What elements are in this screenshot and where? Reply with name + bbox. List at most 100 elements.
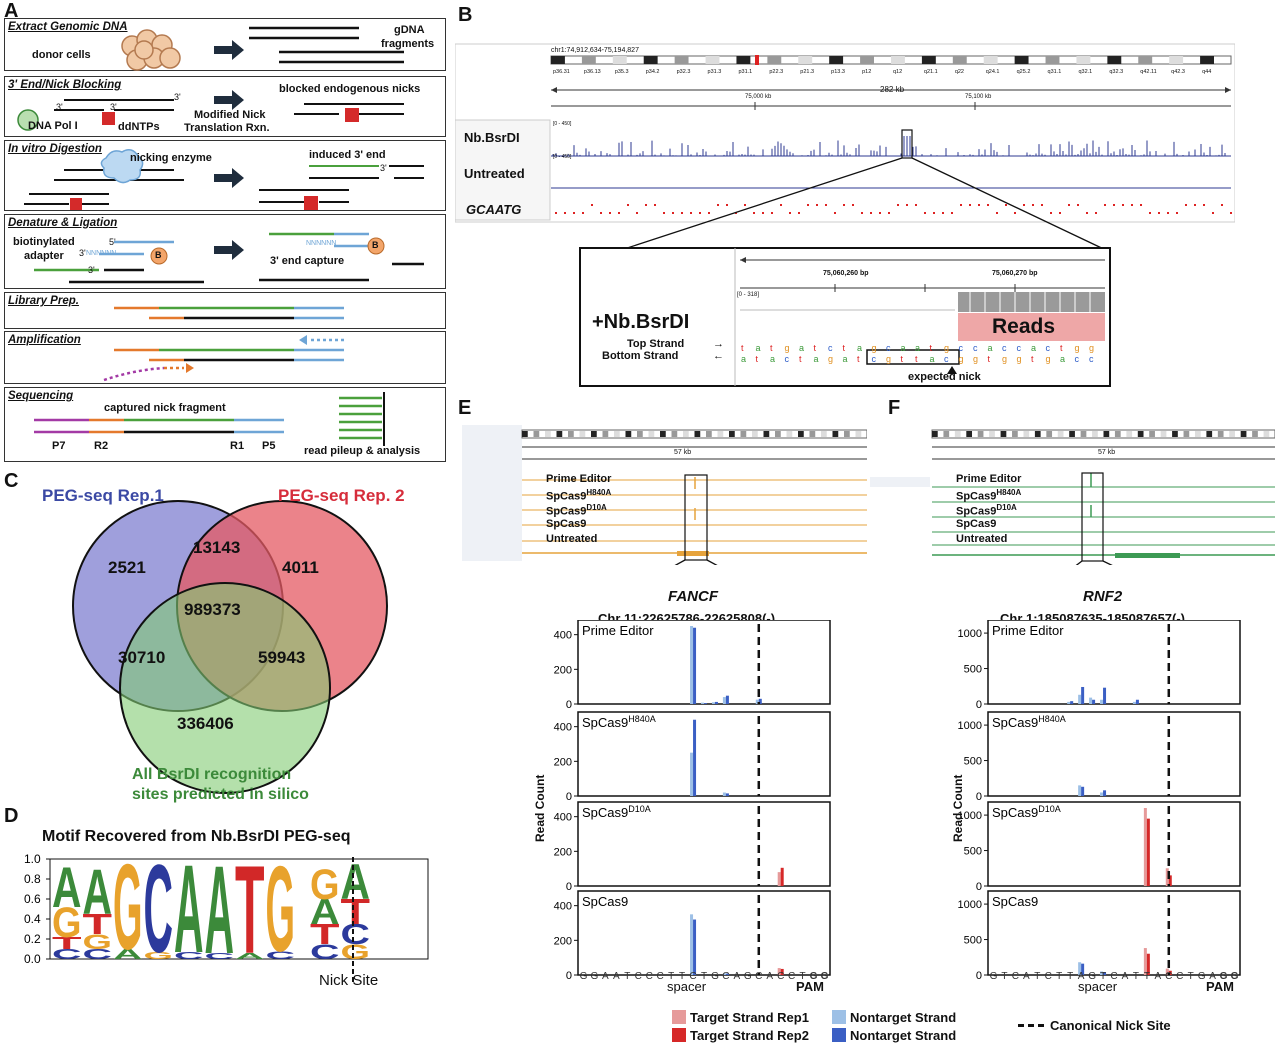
panel-label-d: D [4, 805, 19, 827]
ytick-label: 0 [566, 699, 572, 711]
step-title-blocking: 3' End/Nick Blocking [8, 79, 122, 91]
bar-rep2 [758, 698, 762, 704]
ideogram-band-label: p13.3 [831, 69, 845, 75]
mini-ideogram-band [1092, 431, 1098, 437]
zoom-tick-2: 75,060,270 bp [992, 270, 1038, 277]
bar-rep1 [777, 968, 781, 975]
bar-rep2 [1146, 953, 1150, 975]
label-translation: Translation Rxn. [184, 122, 270, 134]
motif-site [861, 212, 863, 214]
mini-ideogram-band [966, 431, 973, 437]
mini-ideogram-band [1240, 431, 1247, 437]
mini-ideogram-band [1149, 431, 1155, 437]
mini-ideogram-band [1252, 431, 1258, 437]
motif-site [978, 204, 980, 206]
mini-ideogram-band [1103, 431, 1110, 437]
bottom-base: a [1060, 354, 1065, 364]
label-r1: R1 [230, 440, 245, 452]
motif-site [897, 204, 899, 206]
motif-site [987, 204, 989, 206]
motif-site [618, 212, 620, 214]
motif-site [762, 212, 764, 214]
bottom-base: g [1017, 354, 1022, 364]
ideogram-band-label: q32.1 [1078, 69, 1092, 75]
locus-label: chr1:74,912,634-75,194,827 [551, 47, 639, 54]
ideogram-band [581, 56, 596, 64]
legend-swatch-n1 [832, 1010, 846, 1024]
logo-letter: A [235, 952, 265, 961]
mini-ideogram-band [568, 431, 574, 437]
x-base-label: A [766, 971, 773, 982]
ytick-label: 0 [976, 970, 982, 982]
top-base: c [886, 343, 891, 353]
ideogram-band [1076, 56, 1091, 64]
x-base-label: A [1209, 971, 1216, 982]
label-p5: P5 [262, 440, 276, 452]
motif-site [1077, 204, 1079, 206]
track-e-d10a: SpCas9D10A [546, 503, 607, 518]
ideogram-band [705, 56, 720, 64]
bar-rep2 [1146, 818, 1150, 886]
label-adapter: adapter [24, 250, 64, 262]
nicking-enzyme-icon [100, 149, 144, 184]
track-e-untreated: Untreated [546, 533, 598, 545]
top-base: c [973, 343, 978, 353]
mini-ideogram-band [556, 431, 563, 437]
chart-panel-label: SpCas9H840A [582, 714, 656, 730]
label-fragments: fragments [381, 38, 435, 50]
arrow-2 [214, 90, 244, 110]
ideogram-band-label: q24.1 [986, 69, 1000, 75]
mini-ideogram-band [683, 431, 689, 437]
pam-label-f: PAM [1206, 979, 1234, 994]
mini-ideogram-band [763, 431, 770, 437]
bottom-base: t [901, 354, 904, 364]
logo-letter: G [266, 852, 296, 978]
spacer-label-f: spacer [1078, 979, 1118, 994]
bar-rep1 [711, 702, 715, 704]
bottom-base: a [770, 354, 775, 364]
bar-rep1 [722, 792, 726, 796]
motif-site [654, 204, 656, 206]
venn-set-3 [119, 582, 331, 794]
logo-letter: A [205, 852, 235, 980]
span-label-e: 57 kb [674, 449, 692, 456]
x-base-label: G [810, 971, 818, 982]
label-3prime-e: 3' [79, 248, 86, 258]
bar-rep1 [1067, 701, 1071, 704]
mini-ideogram-band [1263, 431, 1270, 437]
motif-site [1212, 212, 1214, 214]
step-title-ligation: Denature & Ligation [8, 217, 118, 229]
motif-site [555, 212, 557, 214]
legend-nick-line [1018, 1024, 1044, 1027]
bottom-base: t [799, 354, 802, 364]
bar-rep1 [1100, 792, 1104, 796]
ideogram-band [643, 56, 658, 64]
ytick-label: 500 [964, 846, 982, 858]
bar-rep2 [1081, 686, 1085, 704]
zoom-title: +Nb.BsrDI [592, 311, 690, 333]
bar-rep1 [1100, 699, 1104, 704]
ideogram-band-label: p35.3 [615, 69, 629, 75]
x-base-label: C [1012, 971, 1019, 982]
x-base-label: T [1034, 971, 1040, 982]
track-e-h840a: SpCas9H840A [546, 488, 612, 503]
motif-site [771, 212, 773, 214]
bottom-strand-arrow: ← [713, 350, 724, 362]
motif-site [1185, 204, 1187, 206]
range-label-2: [0 - 450] [553, 154, 572, 160]
bar-rep2 [693, 919, 697, 975]
logo-letter: C [144, 852, 174, 979]
chart-panel-frame [577, 711, 831, 797]
chart-panel-frame [577, 620, 831, 705]
mini-ideogram-band [844, 431, 850, 437]
label-3prime-f: 3' [88, 265, 95, 275]
logo-letter: C [266, 949, 296, 962]
venn-count-r13: 30710 [118, 648, 166, 667]
logo-ytick-label: 0.4 [24, 912, 41, 926]
panel-f-browser: 57 kb Prime Editor SpCas9H840A SpCas9D10… [870, 425, 1276, 626]
label-3prime-b: 3' [56, 102, 63, 112]
ideogram-band-label: p31.3 [708, 69, 722, 75]
motif-site [636, 212, 638, 214]
x-base-label: T [624, 971, 630, 982]
ideogram-band-label: q21.1 [924, 69, 938, 75]
